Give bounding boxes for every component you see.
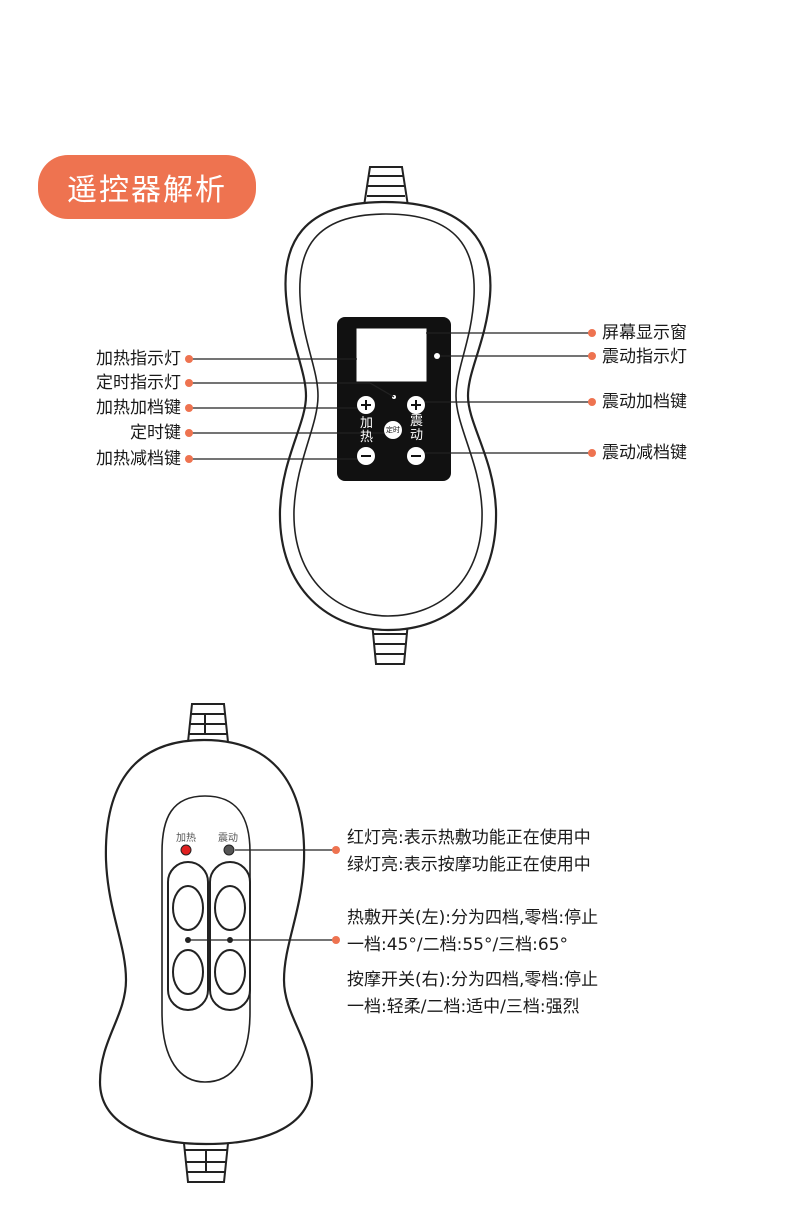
remote-1-body-inner — [293, 213, 483, 617]
heat-led — [180, 844, 192, 856]
label-timer-indicator: 定时指示灯 — [96, 373, 181, 393]
vibrate-button-caption: 震动 — [410, 414, 424, 443]
timer-button[interactable] — [384, 421, 402, 439]
vibration-indicator — [434, 353, 440, 359]
label-heat-indicator: 加热指示灯 — [96, 349, 181, 369]
label-vibrate-minus: 震动减档键 — [602, 443, 687, 463]
remote-2-heat-caption: 加热 — [176, 833, 196, 844]
display-window — [356, 328, 427, 382]
label-vibration-indicator: 震动指示灯 — [602, 347, 687, 367]
remote-2-vibrate-caption: 震动 — [218, 833, 238, 844]
heat-button-caption: 加热 — [360, 416, 374, 445]
desc-indicator-lights: 红灯亮:表示热敷功能正在使用中 绿灯亮:表示按摩功能正在使用中 — [347, 828, 591, 875]
label-vibrate-plus: 震动加档键 — [602, 392, 687, 412]
remote-1-top-cable — [362, 166, 410, 207]
timer-button-caption: 定时 — [386, 426, 400, 434]
label-heat-plus: 加热加档键 — [96, 398, 181, 418]
remote-2-top-cable — [186, 703, 230, 743]
desc-heat-switch: 热敷开关(左):分为四档,零档:停止 一档:45°/二档:55°/三档:65° — [347, 908, 599, 955]
section-title: 遥控器解析 — [38, 155, 256, 219]
desc-massage-switch: 按摩开关(右):分为四档,零档:停止 一档:轻柔/二档:适中/三档:强烈 — [347, 970, 599, 1017]
remote-2-inner-panel — [161, 795, 251, 1083]
label-heat-minus: 加热减档键 — [96, 449, 181, 469]
label-display-window: 屏幕显示窗 — [602, 323, 687, 343]
section-title-text: 遥控器解析 — [67, 173, 227, 208]
vibrate-led — [223, 844, 235, 856]
label-timer-key: 定时键 — [130, 423, 181, 443]
